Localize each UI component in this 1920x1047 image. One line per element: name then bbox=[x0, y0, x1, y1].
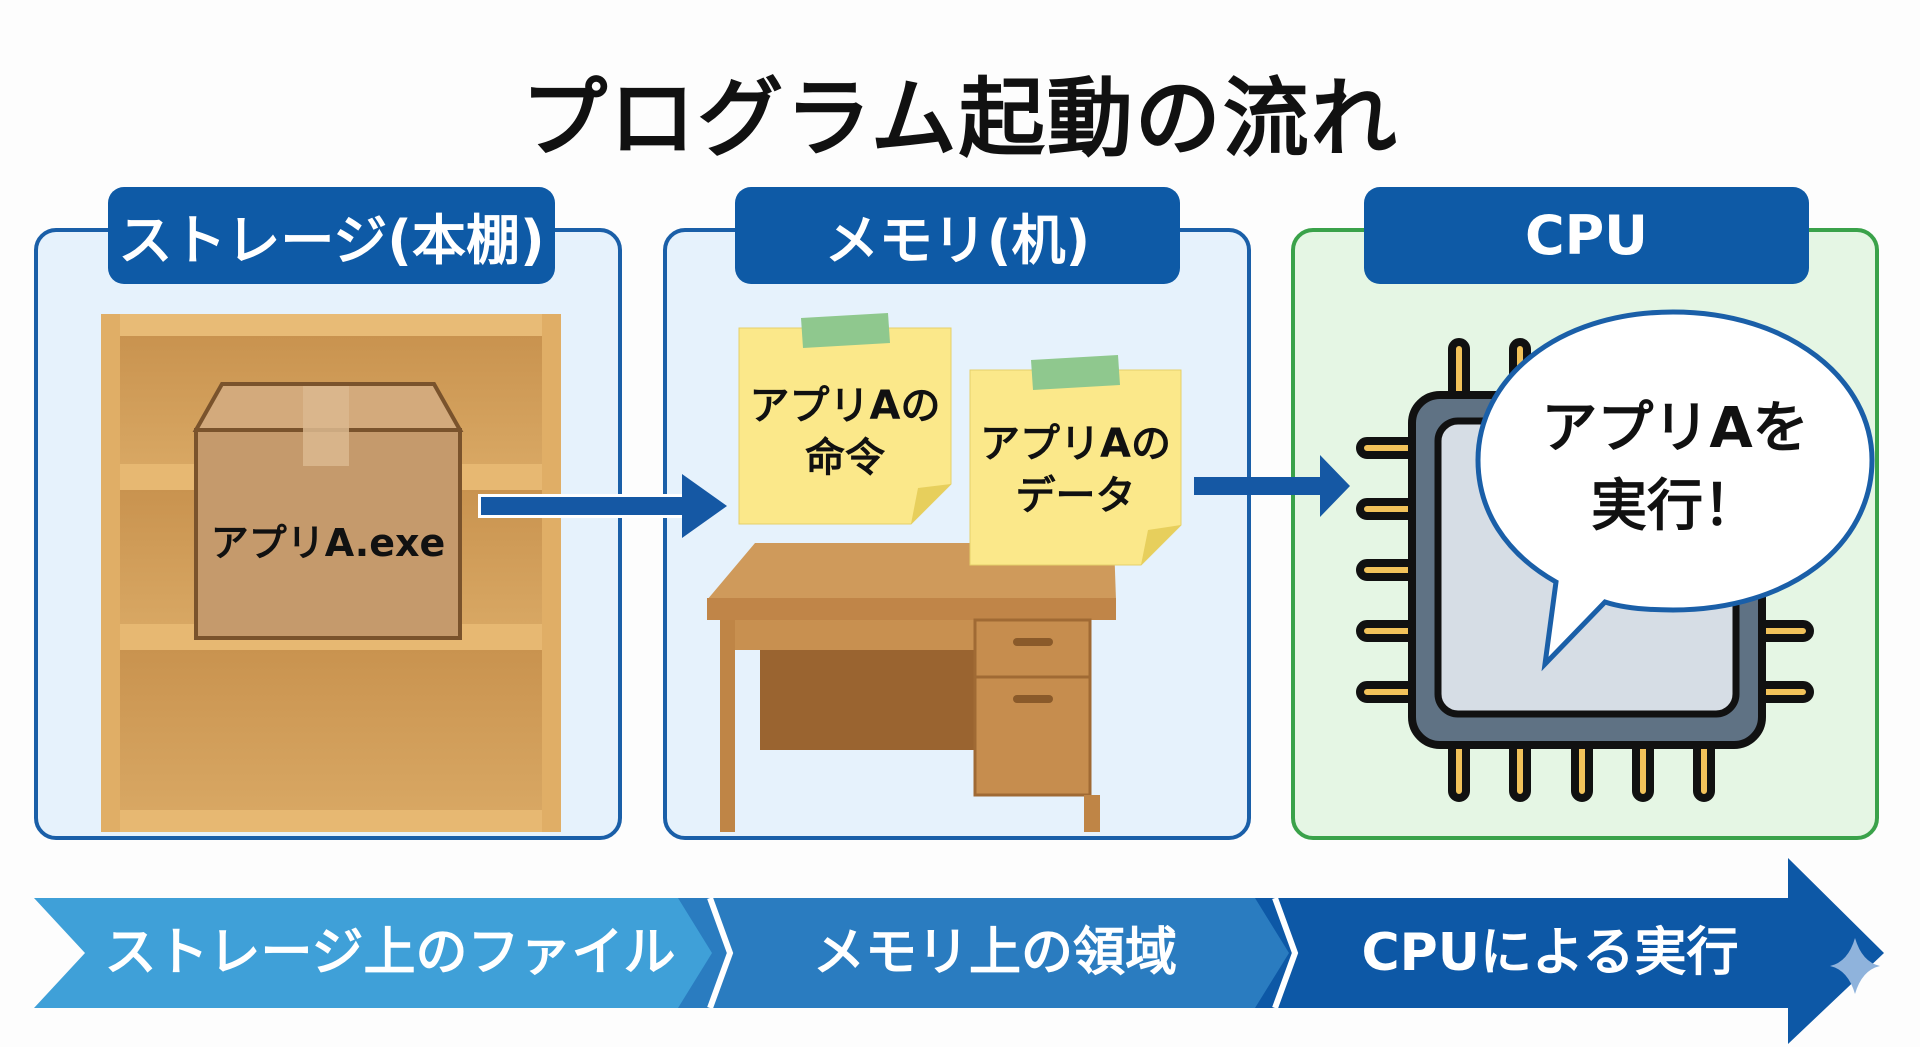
box-label: アプリA.exe bbox=[210, 521, 446, 565]
storage-heading: ストレージ(本棚) bbox=[108, 187, 555, 284]
sparkle-icon bbox=[1830, 938, 1880, 994]
flow-band bbox=[34, 858, 1884, 1044]
arrow-right-icon bbox=[1194, 455, 1350, 517]
flow-step-3-label: CPUによる実行 bbox=[1361, 923, 1739, 983]
flow-step-2-label: メモリ上の領域 bbox=[812, 923, 1177, 983]
flow-step-1-label: ストレージ上のファイル bbox=[104, 923, 676, 983]
sticky-note-icon bbox=[738, 313, 952, 525]
arrow-right-icon bbox=[478, 474, 727, 538]
flow-step-3 bbox=[1255, 858, 1884, 1044]
bubble-line: アプリAを bbox=[1541, 396, 1809, 461]
memory-heading: メモリ(机) bbox=[735, 187, 1180, 284]
sticky-note-icon bbox=[969, 355, 1182, 566]
flow-step-2 bbox=[678, 898, 1295, 1008]
sticky-note-line: 命令 bbox=[805, 435, 885, 481]
speech-bubble-icon bbox=[1475, 309, 1875, 672]
sticky-note-instructions: アプリAの 命令 bbox=[739, 380, 951, 484]
desk-icon bbox=[707, 543, 1116, 832]
sticky-note-line: データ bbox=[1015, 473, 1136, 519]
bubble-line: 実行！ bbox=[1591, 474, 1759, 539]
sticky-note-line: アプリAの bbox=[980, 421, 1171, 467]
sticky-note-line: アプリAの bbox=[749, 383, 941, 429]
flow-step-1 bbox=[34, 898, 730, 1008]
cpu-heading: CPU bbox=[1364, 187, 1809, 284]
page-title: プログラム起動の流れ bbox=[521, 69, 1399, 169]
speech-bubble-text: アプリAを 実行！ bbox=[1490, 390, 1860, 546]
sticky-note-data: アプリAの データ bbox=[970, 418, 1181, 522]
cardboard-box-icon bbox=[192, 382, 464, 640]
